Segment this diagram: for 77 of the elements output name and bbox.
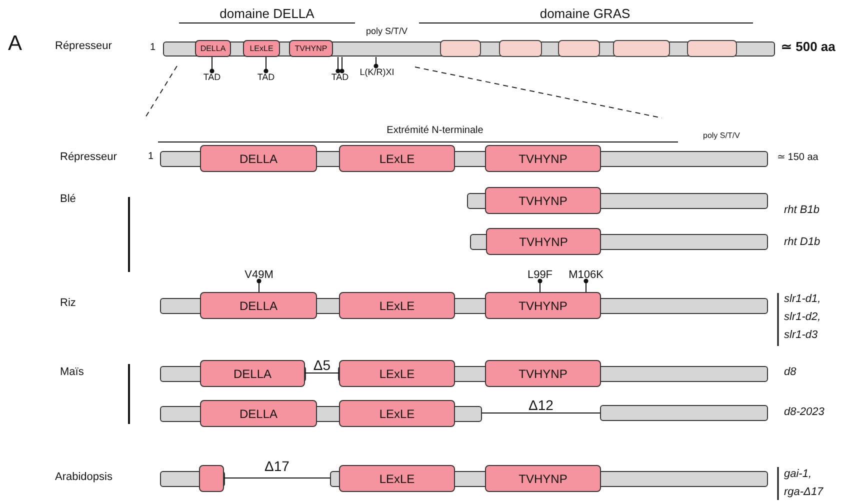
deletion-line — [304, 372, 340, 374]
domain-box: LExLE — [339, 360, 455, 387]
domain-box: DELLA — [200, 292, 317, 319]
species-label: Riz — [60, 297, 76, 309]
protein-bar — [163, 40, 775, 57]
species-label: Arabidopsis — [55, 471, 112, 483]
leader-line — [374, 56, 378, 68]
domain-box — [499, 40, 542, 57]
protein-bar — [330, 465, 768, 492]
edge-label: Δ12 — [528, 397, 554, 413]
mutation-label: V49M — [242, 268, 276, 281]
leader-line — [264, 56, 268, 74]
domain-box: TVHYNP — [289, 40, 333, 57]
protein-bar — [600, 405, 768, 421]
protein-bar — [160, 145, 768, 172]
domain-box: TVHYNP — [485, 465, 601, 492]
leader-line — [210, 56, 214, 74]
region-label: domaine GRAS — [540, 6, 630, 21]
edge-label: Δ5 — [313, 357, 331, 373]
domain-box: LExLE — [243, 40, 280, 57]
domain-box: TVHYNP — [486, 228, 601, 255]
species-label: Blé — [60, 193, 76, 205]
domain-box: LExLE — [339, 292, 455, 319]
region-label: poly S/T/V — [366, 26, 408, 36]
site-label: TAD — [328, 71, 352, 82]
domain-box — [687, 40, 737, 57]
protein-bar — [470, 228, 768, 255]
mutation-label: L99F — [526, 268, 554, 281]
allele-label: slr1-d1, slr1-d2, slr1-d3 — [784, 292, 822, 343]
leader-line — [584, 278, 588, 292]
domain-box: TVHYNP — [485, 360, 601, 387]
allele-label: d8 — [784, 366, 796, 378]
region-label: poly S/T/V — [703, 131, 740, 140]
protein-bar — [160, 465, 225, 492]
site-label: L(K/R)XI — [357, 66, 397, 77]
domain-box — [613, 40, 670, 57]
species-label: Répresseur — [60, 151, 117, 163]
allele-label: gai-1, rga-Δ17 — [784, 467, 824, 500]
domain-box — [440, 40, 481, 57]
leader-line — [538, 278, 542, 292]
site-label: TAD — [254, 71, 278, 82]
length-label: ≃ 500 aa — [781, 39, 836, 54]
edge-label: Δ17 — [264, 458, 290, 474]
domain-box: LExLE — [339, 400, 455, 427]
domain-box: DELLA — [200, 145, 317, 172]
domain-box — [558, 40, 600, 57]
region-label: Extrémité N-terminale — [386, 125, 484, 136]
domain-box — [199, 465, 224, 492]
leader-line — [340, 56, 344, 74]
domain-box: LExLE — [339, 145, 455, 172]
domain-box: DELLA — [195, 40, 231, 57]
mutation-label: M106K — [566, 268, 606, 281]
domain-box: TVHYNP — [485, 187, 601, 214]
protein-bar — [160, 360, 306, 387]
protein-bar — [160, 292, 768, 319]
domain-box: DELLA — [200, 400, 317, 427]
length-label: ≃ 150 aa — [777, 151, 818, 163]
leader-line — [336, 56, 340, 74]
species-label: Maïs — [60, 366, 84, 378]
position-label: 1 — [148, 151, 154, 162]
protein-bar — [467, 187, 768, 214]
panel-letter: A — [8, 32, 22, 56]
position-label: 1 — [150, 42, 156, 53]
protein-bar — [338, 360, 768, 387]
domain-box: TVHYNP — [485, 145, 601, 172]
allele-label: rht B1b — [784, 204, 820, 216]
deletion-line — [482, 412, 600, 414]
species-label: Répresseur — [55, 40, 112, 52]
protein-bar — [160, 400, 482, 427]
allele-label: d8-2023 — [784, 406, 824, 418]
domain-box: TVHYNP — [485, 292, 601, 319]
domain-box: DELLA — [200, 360, 305, 387]
site-label: TAD — [200, 71, 224, 82]
region-label: domaine DELLA — [220, 6, 314, 21]
allele-label: rht D1b — [784, 236, 820, 248]
leader-line — [256, 278, 262, 292]
domain-box: LExLE — [339, 465, 455, 492]
